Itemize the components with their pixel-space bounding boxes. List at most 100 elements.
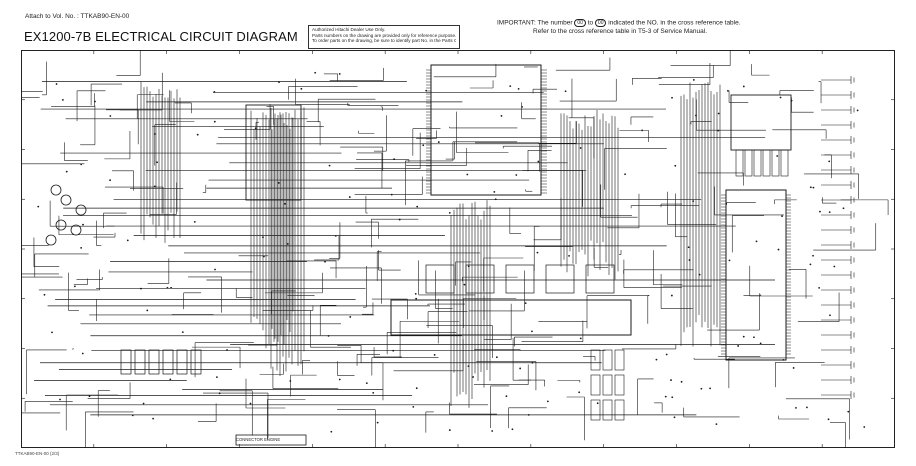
- junction-dot: [37, 205, 40, 208]
- junction-dot: [692, 79, 695, 81]
- junction-dot: [728, 259, 731, 262]
- junction-dot: [324, 260, 326, 263]
- attach-volume-number: Attach to Vol. No. : TTKAB90-EN-00: [25, 13, 130, 20]
- junction-dot: [448, 211, 451, 214]
- junction-dot: [641, 129, 644, 132]
- junction-dot: [819, 210, 821, 213]
- lamp-symbol: [75, 204, 87, 216]
- junction-dot: [624, 173, 626, 176]
- junction-dot: [517, 88, 520, 90]
- component-box: [190, 349, 202, 375]
- junction-dot: [278, 81, 280, 84]
- junction-dot: [109, 115, 112, 117]
- junction-dot: [809, 263, 812, 266]
- component-box: [148, 349, 160, 375]
- junction-dot: [153, 133, 156, 135]
- junction-dot: [671, 396, 674, 399]
- junction-dot: [674, 164, 677, 167]
- lamp-symbol: [70, 224, 82, 236]
- junction-dot: [806, 406, 808, 409]
- junction-dot: [43, 293, 46, 296]
- junction-dot: [519, 367, 522, 370]
- component-box: [753, 149, 762, 177]
- junction-dot: [698, 273, 701, 276]
- junction-dot: [833, 265, 836, 268]
- junction-dot: [491, 430, 494, 432]
- important-prefix: IMPORTANT: The number: [497, 19, 573, 27]
- junction-dot: [531, 330, 533, 333]
- junction-dot: [181, 331, 184, 334]
- junction-dot: [755, 240, 758, 243]
- junction-dot: [829, 314, 831, 317]
- junction-dot: [392, 349, 395, 352]
- junction-dot: [131, 414, 134, 417]
- junction-dot: [680, 380, 683, 383]
- junction-dot: [214, 268, 216, 271]
- junction-dot: [51, 331, 53, 334]
- junction-dot: [472, 376, 474, 378]
- junction-dot: [671, 96, 673, 99]
- junction-dot: [742, 335, 745, 338]
- junction-dot: [213, 91, 216, 93]
- junction-dot: [709, 387, 711, 390]
- junction-dot: [795, 406, 797, 409]
- junction-dot: [415, 387, 418, 390]
- junction-dot: [670, 294, 673, 297]
- junction-dot: [254, 127, 257, 130]
- junction-dot: [727, 89, 729, 92]
- junction-dot: [152, 417, 155, 420]
- junction-dot: [277, 182, 280, 184]
- junction-dot: [776, 155, 779, 157]
- junction-dot: [818, 286, 821, 289]
- component-box: [590, 349, 601, 371]
- junction-dot: [466, 173, 469, 176]
- junction-dot: [717, 112, 720, 115]
- lamp-symbol: [55, 219, 67, 231]
- junction-dot: [511, 428, 514, 431]
- junction-dot: [467, 265, 470, 268]
- junction-dot: [847, 410, 850, 413]
- junction-dot: [495, 356, 498, 359]
- junction-dot: [655, 358, 658, 361]
- junction-dot: [792, 367, 795, 369]
- junction-dot: [249, 402, 252, 405]
- junction-dot: [842, 207, 845, 210]
- junction-dot: [263, 255, 265, 258]
- junction-dot: [300, 87, 303, 90]
- junction-dot: [193, 220, 196, 223]
- junction-dot: [692, 200, 695, 202]
- junction-dot: [790, 99, 793, 102]
- junction-dot: [500, 115, 503, 117]
- junction-dot: [537, 160, 540, 163]
- junction-dot: [218, 392, 221, 395]
- junction-dot: [422, 144, 425, 147]
- important-suffix: indicated the NO. in the cross reference…: [608, 19, 741, 27]
- junction-dot: [494, 198, 497, 201]
- junction-dot: [828, 211, 831, 213]
- junction-dot: [715, 423, 718, 426]
- notice-line-1: Authorized Hitachi Dealer Use Only.: [312, 27, 386, 32]
- component-box: [235, 434, 307, 446]
- junction-dot: [65, 170, 68, 173]
- junction-dot: [109, 179, 111, 182]
- junction-dot: [284, 202, 286, 205]
- component-box: [590, 374, 601, 396]
- junction-dot: [94, 100, 96, 103]
- lamp-symbol: [50, 184, 62, 196]
- junction-dot: [673, 416, 676, 419]
- component-box: [602, 374, 613, 396]
- junction-dot: [146, 309, 149, 312]
- junction-dot: [153, 185, 156, 188]
- reference-number-oval-start: 00: [574, 19, 586, 27]
- junction-dot: [579, 147, 582, 149]
- junction-dot: [467, 365, 470, 368]
- junction-dot: [398, 218, 401, 221]
- junction-dot: [338, 73, 341, 75]
- component-box: [614, 374, 625, 396]
- junction-dot: [527, 414, 530, 416]
- component-box: [771, 149, 780, 177]
- junction-dot: [334, 234, 337, 237]
- junction-dot: [348, 196, 351, 198]
- junction-dot: [863, 426, 866, 428]
- junction-dot: [505, 395, 508, 398]
